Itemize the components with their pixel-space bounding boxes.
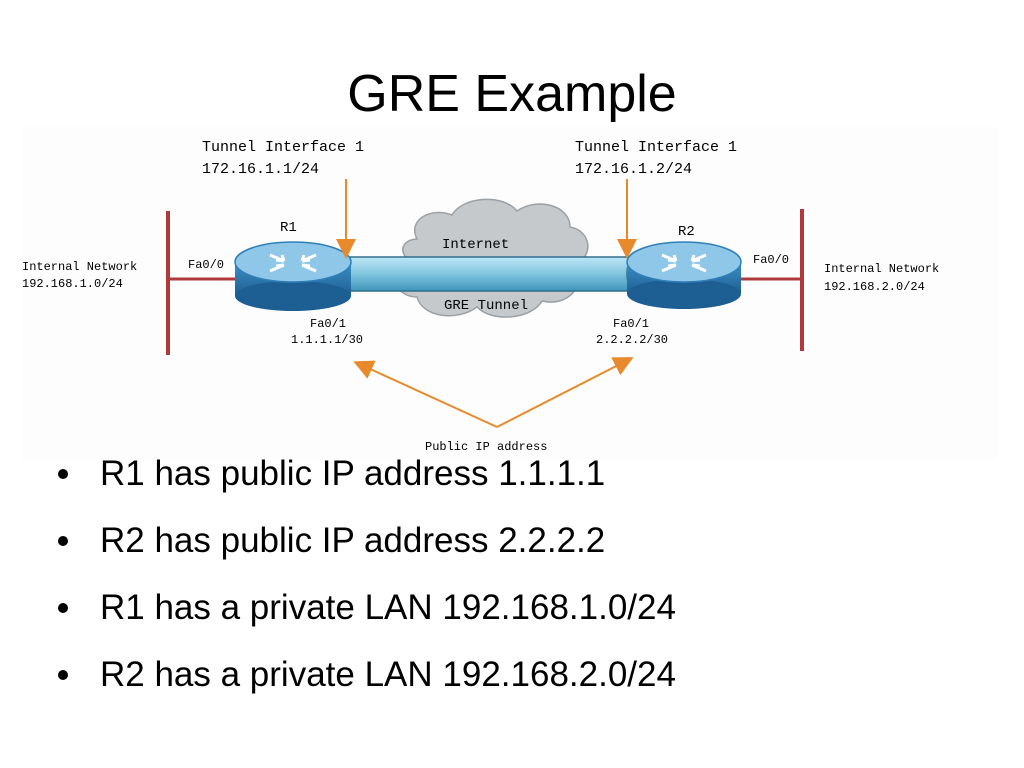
bullet-item: R1 has a private LAN 192.168.1.0/24: [58, 590, 998, 625]
bullet-text: R1 has a private LAN 192.168.1.0/24: [100, 588, 676, 627]
left-network-ip: 192.168.1.0/24: [22, 277, 123, 291]
bullet-list: R1 has public IP address 1.1.1.1 R2 has …: [58, 456, 998, 724]
public-ip-arrow-right: [496, 357, 634, 428]
r1-fa00-label: Fa0/0: [188, 258, 224, 272]
router-r1-icon: [234, 241, 352, 311]
public-ip-arrow-left: [353, 360, 498, 428]
r2-fa01-ip: 2.2.2.2/30: [596, 333, 668, 347]
bullet-icon: [58, 535, 68, 546]
router-r2-label: R2: [678, 224, 695, 240]
bullet-item: R2 has public IP address 2.2.2.2: [58, 523, 998, 558]
tunnel-right-title: Tunnel Interface 1: [575, 139, 737, 156]
right-network-title: Internal Network: [824, 262, 939, 276]
slide-title: GRE Example: [347, 65, 677, 123]
internet-label: Internet: [442, 237, 509, 253]
bullet-icon: [58, 602, 68, 613]
r2-fa00-label: Fa0/0: [753, 253, 789, 267]
r1-fa01-label: Fa0/1: [310, 317, 346, 331]
r1-fa01-ip: 1.1.1.1/30: [291, 333, 363, 347]
gre-network-diagram: Tunnel Interface 1 172.16.1.1/24 Tunnel …: [22, 127, 998, 459]
tunnel-right-ip: 172.16.1.2/24: [575, 161, 692, 178]
tunnel-left-title: Tunnel Interface 1: [202, 139, 364, 156]
left-network-title: Internal Network: [22, 260, 137, 274]
router-r2-icon: [626, 241, 742, 309]
bullet-icon: [58, 669, 68, 680]
bullet-text: R2 has a private LAN 192.168.2.0/24: [100, 655, 676, 694]
public-ip-label: Public IP address: [425, 440, 547, 454]
gre-tunnel-tube: [343, 256, 642, 292]
bullet-text: R2 has public IP address 2.2.2.2: [100, 521, 606, 560]
right-network-ip: 192.168.2.0/24: [824, 280, 925, 294]
bullet-item: R2 has a private LAN 192.168.2.0/24: [58, 657, 998, 692]
tunnel-left-ip: 172.16.1.1/24: [202, 161, 319, 178]
router-r1-label: R1: [280, 220, 297, 236]
bullet-icon: [58, 468, 68, 479]
r2-fa01-label: Fa0/1: [613, 317, 649, 331]
bullet-item: R1 has public IP address 1.1.1.1: [58, 456, 998, 491]
bullet-text: R1 has public IP address 1.1.1.1: [100, 454, 606, 493]
gre-tunnel-label: GRE Tunnel: [444, 298, 528, 314]
